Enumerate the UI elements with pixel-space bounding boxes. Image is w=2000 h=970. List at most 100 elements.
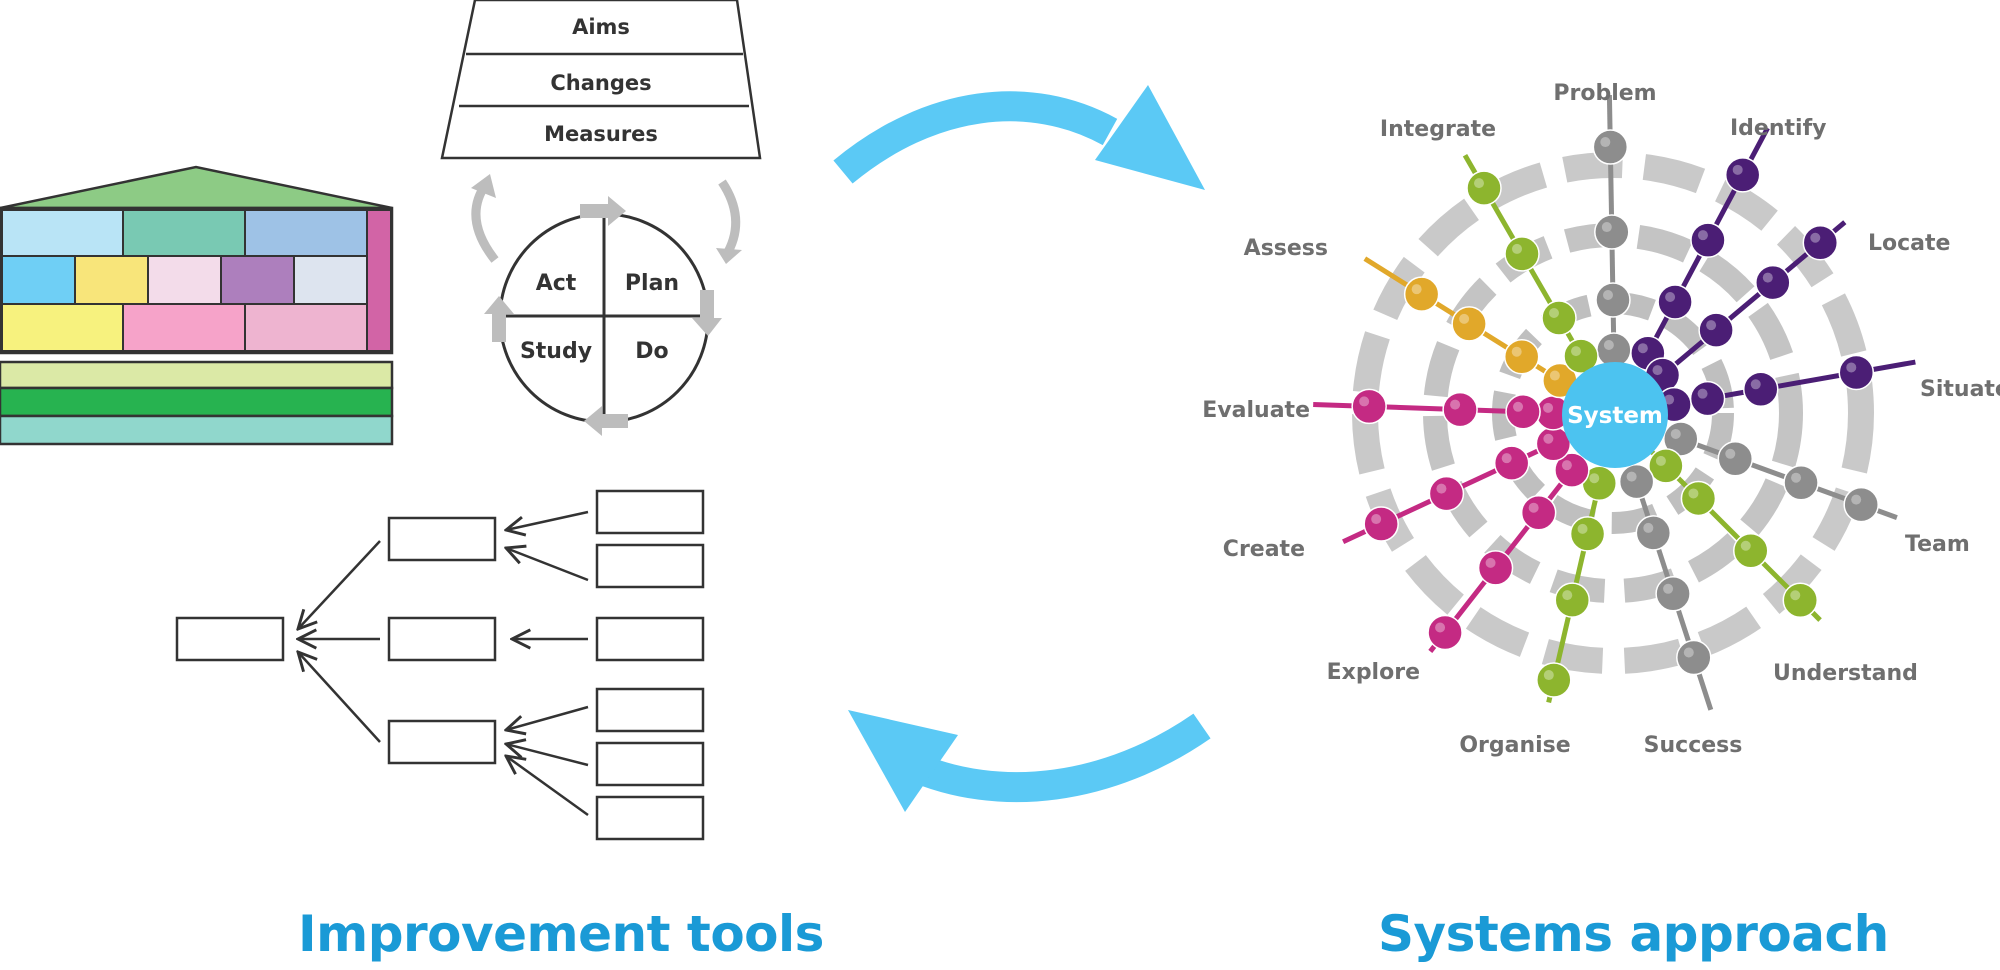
house-cell xyxy=(244,303,368,352)
label-locate: Locate xyxy=(1868,231,1950,256)
pink-sphere xyxy=(1351,388,1387,425)
label-problem: Problem xyxy=(1553,81,1656,106)
arrow-down-icon xyxy=(692,290,722,336)
grey-sphere xyxy=(1717,441,1754,477)
sphere-highlight xyxy=(1790,590,1801,601)
house-cell xyxy=(1,303,124,352)
driver-box-change xyxy=(595,687,705,733)
label-assess: Assess xyxy=(1244,236,1328,261)
sphere-highlight xyxy=(1652,365,1663,376)
sphere-highlight xyxy=(1543,670,1554,681)
driver-box-primary xyxy=(175,616,285,662)
label-integrate: Integrate xyxy=(1380,117,1496,142)
cycle-arrow-bottom xyxy=(848,710,1211,812)
sphere-highlight xyxy=(1643,522,1654,533)
label-understand: Understand xyxy=(1773,661,1918,686)
stack-changes-label: Changes xyxy=(550,71,651,95)
arrow-up-icon xyxy=(484,296,514,342)
pink-sphere xyxy=(1493,445,1530,481)
sphere-highlight xyxy=(1665,291,1676,302)
green-sphere xyxy=(1541,300,1577,336)
label-evaluate: Evaluate xyxy=(1202,398,1310,423)
grey-sphere xyxy=(1635,515,1672,551)
house-diagram xyxy=(0,165,394,446)
sphere-highlight xyxy=(1603,340,1614,351)
green-sphere xyxy=(1504,236,1540,272)
driver-box-change xyxy=(595,741,705,787)
sphere-highlight xyxy=(1663,583,1674,594)
pink-sphere xyxy=(1427,614,1463,651)
sphere-highlight xyxy=(1664,394,1675,405)
house-band xyxy=(0,386,394,418)
grey-sphere xyxy=(1592,129,1629,165)
sphere-highlight xyxy=(1851,494,1862,505)
sphere-highlight xyxy=(1626,471,1637,482)
sphere-highlight xyxy=(1549,370,1560,381)
sphere-highlight xyxy=(1512,243,1522,254)
sphere-highlight xyxy=(1791,472,1802,483)
driver-box-secondary xyxy=(387,616,497,662)
sphere-highlight xyxy=(1571,346,1581,357)
label-success: Success xyxy=(1644,733,1743,758)
house-cell xyxy=(293,255,368,305)
system-center xyxy=(1562,362,1668,468)
house-cell xyxy=(147,255,222,305)
sphere-highlight xyxy=(1846,362,1857,373)
grey-sphere xyxy=(1596,332,1632,368)
pink-sphere xyxy=(1554,452,1590,488)
house-cell xyxy=(1,255,76,305)
curved-arrow-right-icon xyxy=(833,91,1118,184)
sphere-highlight xyxy=(1688,488,1699,499)
stack-aims-label: Aims xyxy=(572,15,630,39)
sphere-highlight xyxy=(1750,379,1761,390)
sphere-highlight xyxy=(1436,483,1447,494)
driver-arrows xyxy=(298,510,589,817)
house-roof xyxy=(0,165,393,210)
pink-sphere xyxy=(1505,394,1541,430)
purple-sphere xyxy=(1802,224,1839,261)
sphere-highlight xyxy=(1655,455,1666,466)
sphere-highlight xyxy=(1511,346,1522,357)
sphere-highlight xyxy=(1359,396,1370,407)
grey-sphere xyxy=(1618,463,1655,500)
caption-systems-approach: Systems approach xyxy=(1378,905,1889,963)
label-identify: Identify xyxy=(1730,116,1827,141)
pink-sphere xyxy=(1428,475,1465,512)
pdsa-cycle: Act Plan Study Do xyxy=(471,174,742,436)
grey-sphere xyxy=(1843,486,1879,523)
purple-sphere xyxy=(1698,312,1734,348)
house-cell xyxy=(244,209,368,257)
sphere-highlight xyxy=(1683,647,1694,658)
sphere-highlight xyxy=(1601,222,1612,233)
curved-arrow-right-icon xyxy=(718,179,741,255)
sphere-highlight xyxy=(1602,290,1613,301)
sphere-highlight xyxy=(1411,284,1422,295)
trapezoid-frame xyxy=(440,0,762,160)
sphere-highlight xyxy=(1543,433,1554,444)
sphere-highlight xyxy=(1549,308,1559,319)
sphere-highlight xyxy=(1589,473,1600,484)
green-sphere xyxy=(1466,170,1502,206)
yellow-sphere xyxy=(1403,276,1440,312)
sphere-highlight xyxy=(1459,313,1470,324)
pink-sphere xyxy=(1520,494,1557,531)
label-create: Create xyxy=(1223,537,1305,562)
caption-improvement-tools: Improvement tools xyxy=(298,905,824,963)
sphere-highlight xyxy=(1543,402,1554,413)
systems-wheel: System xyxy=(1313,95,1916,711)
green-sphere xyxy=(1563,338,1599,374)
purple-sphere xyxy=(1657,284,1693,320)
yellow-sphere xyxy=(1503,338,1540,375)
sphere-highlight xyxy=(1670,428,1681,439)
pdsa-do-label: Do xyxy=(635,339,668,364)
label-situate: Situate xyxy=(1920,377,2000,402)
sphere-highlight xyxy=(1561,460,1572,471)
model-for-improvement: Aims Changes Measures xyxy=(440,0,762,160)
house-cell xyxy=(122,209,246,257)
driver-diagram xyxy=(175,489,705,841)
driver-box-change xyxy=(595,489,705,535)
pdsa-study-label: Study xyxy=(520,339,592,364)
sphere-highlight xyxy=(1474,178,1484,189)
sphere-highlight xyxy=(1732,164,1743,175)
